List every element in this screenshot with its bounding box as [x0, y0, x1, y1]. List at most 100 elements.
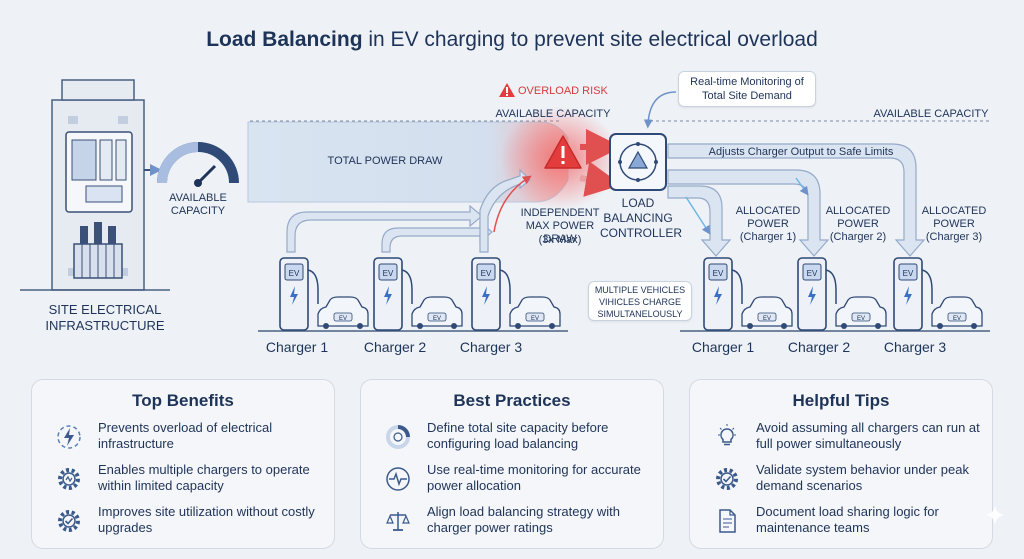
helpful-tips-title: Helpful Tips — [792, 391, 890, 410]
ev-screen-label: EV — [713, 269, 724, 278]
benefit-text: Prevents overload of electrical infrastr… — [98, 420, 273, 451]
car-icon: EV — [931, 296, 983, 329]
bolt-icon — [482, 286, 490, 305]
allocated-2-line3: (Charger 2) — [829, 231, 887, 243]
overload-warning-icon — [544, 135, 582, 169]
allocated-power-flows — [667, 143, 926, 257]
bolt-icon — [384, 286, 392, 305]
title-rest: in EV charging to prevent site electrica… — [362, 28, 818, 51]
allocated-1-line1: ALLOCATED — [735, 205, 801, 217]
tip-item: Avoid assuming all chargers can run at f… — [690, 420, 992, 462]
page-title: Load Balancing in EV charging to prevent… — [0, 28, 1024, 52]
independent-draw-arrow — [493, 175, 532, 233]
charger-name-left-3: Charger 3 — [459, 339, 523, 355]
car-icon: EV — [411, 296, 463, 329]
practice-text: Define total site capacity before config… — [427, 420, 609, 451]
controller-label: LOAD BALANCING CONTROLLER — [600, 196, 683, 240]
pulse-monitor-icon — [383, 464, 413, 494]
site-infrastructure-label: SITE ELECTRICAL INFRASTRUCTURE — [45, 302, 165, 333]
thin-alloc-arrow-1 — [685, 196, 711, 235]
car-ev-plate: EV — [953, 316, 961, 322]
allocated-3-line1: ALLOCATED — [921, 205, 987, 217]
charger-name-right-1: Charger 1 — [691, 339, 755, 355]
car-ev-plate: EV — [433, 316, 441, 322]
bolt-icon — [808, 286, 816, 305]
monitoring-arrow — [643, 91, 677, 129]
charger-station-right-1: EV EV — [703, 257, 793, 331]
best-practices-panel: Best Practices Define total site capacit… — [360, 379, 664, 549]
car-ev-plate: EV — [763, 316, 771, 322]
bolt-icon — [714, 286, 722, 305]
ev-screen-label: EV — [903, 269, 914, 278]
lightning-icon — [54, 422, 84, 452]
gear-icon — [54, 464, 84, 494]
allocated-3-line2: POWER — [933, 218, 975, 230]
allocated-1-line3: (Charger 1) — [739, 231, 797, 243]
car-icon: EV — [317, 296, 369, 329]
tip-text: Document load sharing logic for maintena… — [756, 504, 939, 535]
helpful-tips-panel: Helpful Tips Avoid assuming all chargers… — [689, 379, 993, 549]
independent-draw-note: (3x Max) — [538, 234, 582, 246]
title-bold: Load Balancing — [206, 28, 363, 51]
gauge-ring-icon — [383, 422, 413, 452]
chargers-right: EV EV EV EV EV EV — [703, 257, 983, 331]
gear-check-icon — [712, 464, 742, 494]
adjusts-output-label: Adjusts Charger Output to Safe Limits — [708, 146, 894, 158]
tip-item: Document load sharing logic for maintena… — [690, 504, 992, 546]
total-power-draw-label: TOTAL POWER DRAW — [327, 155, 443, 167]
charger-name-right-3: Charger 3 — [883, 339, 947, 355]
bolt-icon — [290, 286, 298, 305]
gear-check-icon — [54, 506, 84, 536]
charger-station-right-3: EV EV — [893, 257, 983, 331]
best-practices-title: Best Practices — [453, 391, 571, 410]
site-building — [20, 79, 170, 291]
benefit-item: Enables multiple chargers to operate wit… — [32, 462, 334, 504]
available-capacity-line-left-label: AVAILABLE CAPACITY — [495, 108, 611, 120]
top-benefits-panel: Top Benefits Prevents overload of electr… — [31, 379, 335, 549]
car-icon: EV — [835, 296, 887, 329]
available-capacity-line-right-label: AVAILABLE CAPACITY — [873, 108, 989, 120]
car-icon: EV — [741, 296, 793, 329]
practice-item: Define total site capacity before config… — [361, 420, 663, 462]
allocated-1-line2: POWER — [747, 218, 789, 230]
car-ev-plate: EV — [339, 316, 347, 322]
overload-arrow-bottom — [579, 161, 622, 197]
practice-item: Use real-time monitoring for accurate po… — [361, 462, 663, 504]
allocated-2-line1: ALLOCATED — [825, 205, 891, 217]
allocated-3-line3: (Charger 3) — [925, 231, 983, 243]
tip-text: Validate system behavior under peak dema… — [756, 462, 969, 493]
load-balancing-controller-icon — [609, 133, 667, 191]
thin-alloc-arrow-2 — [795, 177, 809, 196]
charger-name-left-1: Charger 1 — [265, 339, 329, 355]
allocated-power-1: ALLOCATED POWER (Charger 1) — [728, 205, 808, 244]
overload-risk-icon — [499, 83, 515, 97]
allocated-power-3: ALLOCATED POWER (Charger 3) — [914, 205, 994, 244]
charger-station-left-1: EV EV — [279, 257, 369, 331]
practice-text: Align load balancing strategy with charg… — [427, 504, 620, 535]
available-capacity-gauge-label: AVAILABLE CAPACITY — [169, 192, 227, 217]
car-ev-plate: EV — [857, 316, 865, 322]
document-icon — [712, 506, 742, 536]
capacity-gauge-icon — [157, 142, 239, 187]
benefit-item: Improves site utilization without costly… — [32, 504, 334, 546]
benefit-item: Prevents overload of electrical infrastr… — [32, 420, 334, 462]
benefit-text: Enables multiple chargers to operate wit… — [98, 462, 310, 493]
allocated-power-2: ALLOCATED POWER (Charger 2) — [818, 205, 898, 244]
allocated-2-line2: POWER — [837, 218, 879, 230]
car-ev-plate: EV — [531, 316, 539, 322]
charger-name-left-2: Charger 2 — [363, 339, 427, 355]
independent-draw-label: INDEPENDENT MAX POWER DRAW — [520, 207, 600, 245]
practice-text: Use real-time monitoring for accurate po… — [427, 462, 641, 493]
charger-station-right-2: EV EV — [797, 257, 887, 331]
ev-screen-label: EV — [807, 269, 818, 278]
practice-item: Align load balancing strategy with charg… — [361, 504, 663, 546]
benefit-text: Improves site utilization without costly… — [98, 504, 315, 535]
bolt-icon — [904, 286, 912, 305]
ev-screen-label: EV — [289, 269, 300, 278]
tip-text: Avoid assuming all chargers can run at f… — [756, 420, 980, 451]
multiple-vehicles-callout: MULTIPLE VEHICLES VIHICLES CHARGE SIMULT… — [588, 281, 692, 321]
